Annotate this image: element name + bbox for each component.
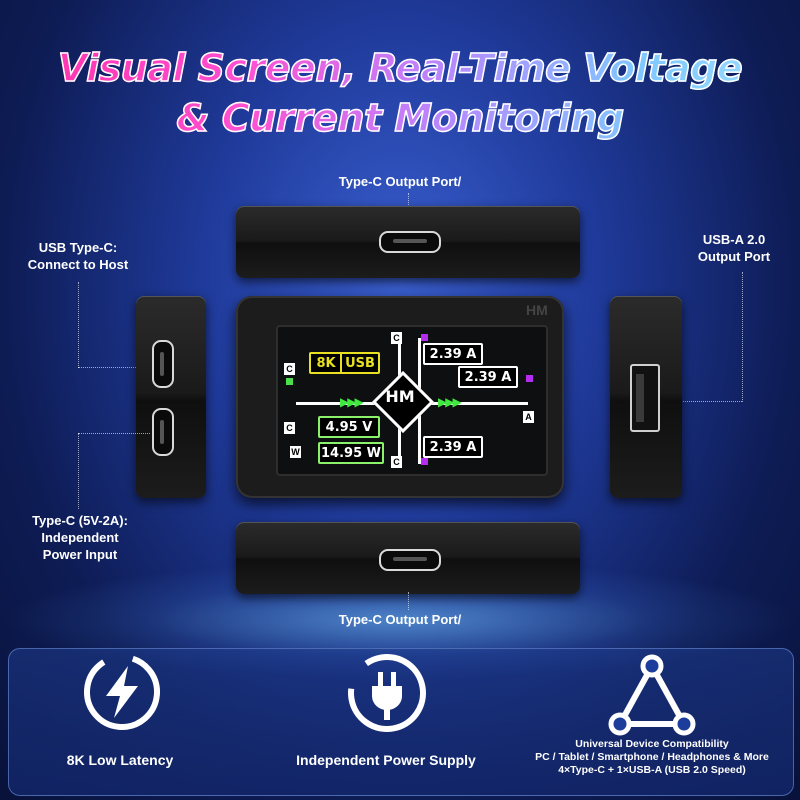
left-side-view — [136, 296, 206, 498]
usb-a-tag: A — [523, 411, 534, 423]
feature-label-power: Independent Power Supply — [296, 752, 476, 768]
usba-label: USB-A 2.0 Output Port — [676, 231, 792, 265]
bottom-port-label: Type-C Output Port/ — [338, 612, 462, 627]
power-label-line-2: Independent — [41, 530, 119, 545]
feature-label-compatibility: Universal Device Compatibility PC / Tabl… — [512, 738, 792, 777]
usb-a-port — [630, 364, 660, 432]
compatibility-line-3: 4×Type-C + 1×USB-A (USB 2.0 Speed) — [558, 764, 746, 776]
power-leader-horizontal — [78, 433, 150, 434]
host-label: USB Type-C: Connect to Host — [14, 239, 142, 273]
center-logo: HM — [385, 387, 415, 406]
bottom-port-indicator — [421, 458, 428, 465]
input-voltage: 4.95 V — [318, 416, 380, 438]
8k-badge: 8K — [309, 352, 343, 374]
top-port-leader — [408, 193, 409, 213]
bottom-type-c-port — [379, 549, 441, 571]
watt-tag: W — [290, 446, 301, 458]
lightning-icon — [82, 652, 162, 732]
usba-label-line-2: Output Port — [697, 249, 771, 264]
power-c-tag: C — [284, 422, 295, 434]
top-type-c-port — [379, 231, 441, 253]
usb-badge: USB — [340, 352, 380, 374]
brand-mark: HM — [526, 302, 548, 318]
right-port-current: 2.39 A — [458, 366, 518, 388]
host-leader-horizontal — [78, 367, 150, 368]
top-port-label: Type-C Output Port/ — [338, 174, 462, 189]
usba-leader-vertical — [742, 272, 743, 402]
power-input-label: Type-C (5V-2A): Independent Power Input — [10, 512, 150, 563]
power-type-c-port — [152, 408, 174, 456]
top-port-current: 2.39 A — [423, 343, 483, 365]
host-port-indicator — [286, 378, 293, 385]
host-leader-vertical — [78, 282, 79, 368]
left-flow-arrows: ▶▶▶ — [340, 395, 364, 409]
bottom-c-tag: C — [391, 456, 402, 468]
host-label-line-1: USB Type-C: — [38, 240, 118, 255]
host-c-tag: C — [284, 363, 295, 375]
compatibility-line-1: Universal Device Compatibility — [575, 738, 729, 750]
input-power: 14.95 W — [318, 442, 384, 464]
host-type-c-port — [152, 340, 174, 388]
headline-line-1: Visual Screen, Real-Time Voltage — [0, 45, 800, 91]
power-label-line-3: Power Input — [42, 547, 118, 562]
feature-label-latency: 8K Low Latency — [66, 752, 174, 768]
top-side-view — [236, 206, 580, 278]
triangle-network-icon — [608, 652, 696, 738]
usba-leader-horizontal — [660, 401, 742, 402]
compatibility-line-2: PC / Tablet / Smartphone / Headphones & … — [535, 751, 769, 763]
bottom-side-view — [236, 522, 580, 594]
top-c-tag: C — [391, 332, 402, 344]
top-port-indicator — [421, 334, 428, 341]
bottom-port-current: 2.39 A — [423, 436, 483, 458]
usba-label-line-1: USB-A 2.0 — [702, 232, 766, 247]
right-flow-arrows: ▶▶▶ — [438, 395, 462, 409]
power-label-line-1: Type-C (5V-2A): — [32, 513, 128, 528]
right-port-indicator — [526, 375, 533, 382]
headline-line-2: & Current Monitoring — [0, 95, 800, 141]
bottom-port-leader — [408, 592, 409, 610]
host-label-line-2: Connect to Host — [27, 257, 129, 272]
power-plug-icon — [346, 652, 428, 734]
power-leader-vertical — [78, 433, 79, 509]
right-side-view — [610, 296, 682, 498]
